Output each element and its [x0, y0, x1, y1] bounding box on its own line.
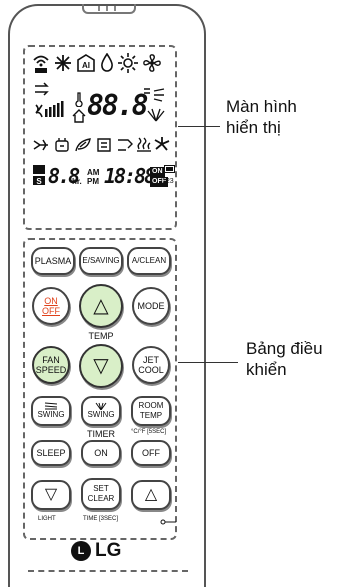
remote-top-cap: [82, 4, 136, 14]
horizontal-swing-icon: [95, 402, 107, 410]
time-label: TIME [3SEC]: [83, 516, 119, 522]
panel-callout: Bảng điều khiển: [246, 339, 323, 379]
vertical-swing-button[interactable]: SWING: [31, 396, 71, 426]
timer-label: TIMER: [87, 429, 115, 439]
temp-label: TEMP: [88, 331, 114, 341]
display-frame: [23, 45, 177, 230]
auto-clean-button[interactable]: A/CLEAN: [127, 247, 171, 275]
dry-icon: [118, 139, 133, 151]
turbo-fan-icon: [154, 137, 170, 151]
svg-text:S: S: [36, 177, 42, 186]
plasma-button[interactable]: PLASMA: [31, 247, 75, 275]
vertical-swing-icon: [144, 88, 165, 102]
signal-icon: [33, 55, 49, 73]
svg-text:AI: AI: [82, 61, 90, 70]
swing-icon: [35, 82, 49, 96]
on-indicator: ON: [150, 167, 165, 177]
temperature-up-button[interactable]: △: [79, 284, 123, 328]
timer-hours-digits: 8.8: [48, 164, 80, 188]
lg-brand-name: LG: [95, 540, 122, 561]
sun-icon: [118, 53, 138, 73]
number-indicator: 123: [162, 178, 174, 185]
off-indicator: OFF: [150, 177, 168, 187]
timer-on-button[interactable]: ON: [81, 440, 121, 466]
reset-pin-icon: [160, 519, 176, 525]
lg-logo-icon: L: [71, 541, 91, 561]
temperature-digits: 88.8: [87, 89, 148, 122]
light-down-button[interactable]: ▽: [31, 480, 71, 510]
battery-icon: [164, 165, 175, 173]
energy-saving-button[interactable]: E/SAVING: [79, 247, 123, 275]
plasma-icon: [55, 138, 69, 152]
fan-level-icon: [35, 101, 64, 118]
display-callout: Màn hình hiển thị: [226, 97, 297, 137]
bug-icon: [33, 139, 48, 151]
vertical-swing-icon: [44, 402, 58, 410]
display-leader-line: [178, 126, 220, 127]
timer-off-button[interactable]: OFF: [131, 440, 171, 466]
temperature-down-button[interactable]: ▽: [79, 344, 123, 388]
drop-icon: [101, 53, 113, 72]
heat-icon: [137, 137, 151, 152]
leaf-icon: [75, 138, 91, 152]
horizontal-swing-icon: [147, 108, 165, 122]
mode-button[interactable]: MODE: [132, 287, 170, 325]
clock-digits: 18:88: [104, 164, 156, 188]
lcd-screen: AI 88.8: [32, 51, 175, 223]
ai-icon: AI: [77, 54, 95, 72]
filter-icon: [97, 138, 111, 152]
panel-leader-line: [178, 362, 238, 363]
am-label: AM: [87, 168, 100, 177]
lg-logo: L LG: [71, 540, 121, 562]
thermometer-icon: [75, 92, 83, 107]
timer-icon: S: [33, 165, 45, 186]
bottom-divider: [28, 570, 188, 572]
fan-icon: [143, 54, 161, 72]
hours-label: hr.: [72, 177, 82, 186]
sleep-button[interactable]: SLEEP: [31, 440, 71, 466]
snowflake-icon: [55, 55, 71, 71]
horizontal-swing-button[interactable]: SWING: [81, 396, 121, 426]
pm-label: PM: [87, 177, 99, 186]
control-panel-frame: [23, 238, 177, 540]
house-icon: [72, 109, 86, 123]
light-up-button[interactable]: △: [131, 480, 171, 510]
light-label: LIGHT: [38, 516, 56, 522]
celsius-fahrenheit-label: °C/°F [5SEC]: [131, 429, 167, 435]
